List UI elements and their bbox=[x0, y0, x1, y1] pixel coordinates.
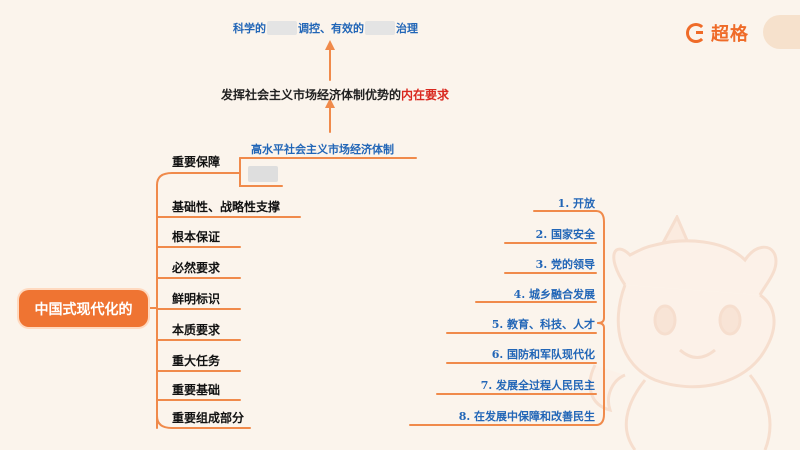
brand-pill-decoration bbox=[763, 15, 800, 49]
right-item: 2. 国家安全 bbox=[535, 228, 595, 241]
branch-label: 基础性、战略性支撑 bbox=[172, 200, 281, 214]
brand-g-logo-icon bbox=[686, 23, 706, 43]
right-item: 4. 城乡融合发展 bbox=[513, 288, 595, 301]
right-item: 7. 发展全过程人民民主 bbox=[480, 379, 595, 392]
mid-caption-highlight: 内在要求 bbox=[401, 88, 450, 102]
center-node: 中国式现代化的 bbox=[19, 290, 148, 327]
blank-box bbox=[248, 166, 278, 182]
top-caption: 科学的 调控、有效的 治理 bbox=[233, 20, 418, 36]
right-item: 1. 开放 bbox=[557, 197, 595, 210]
top-caption-part1: 科学的 bbox=[233, 22, 266, 35]
upper-line-text: 高水平社会主义市场经济体制 bbox=[251, 143, 394, 156]
blank-box bbox=[267, 21, 297, 35]
branch-label: 鲜明标识 bbox=[172, 292, 221, 306]
unicorn-mascot-icon bbox=[588, 215, 778, 450]
branch-label: 重要组成部分 bbox=[172, 411, 245, 425]
brand-logo: 超格 bbox=[686, 20, 749, 46]
branch-label: 本质要求 bbox=[172, 323, 221, 337]
branch-label: 重大任务 bbox=[172, 354, 221, 368]
brand-name: 超格 bbox=[711, 24, 749, 45]
right-item: 3. 党的领导 bbox=[535, 258, 595, 271]
right-item: 6. 国防和军队现代化 bbox=[491, 348, 595, 361]
mid-caption-prefix: 发挥社会主义市场经济体制优势的 bbox=[221, 88, 402, 102]
branch-label: 根本保证 bbox=[172, 230, 221, 244]
mid-caption: 发挥社会主义市场经济体制优势的内在要求 bbox=[221, 86, 449, 103]
top-caption-part2: 调控、有效的 bbox=[298, 22, 364, 35]
right-item: 5. 教育、科技、人才 bbox=[491, 318, 595, 331]
blank-box bbox=[365, 21, 395, 35]
branch-label: 必然要求 bbox=[172, 261, 221, 275]
branch-label: 重要保障 bbox=[172, 155, 221, 169]
top-caption-part3: 治理 bbox=[396, 22, 418, 35]
branch-label: 重要基础 bbox=[172, 383, 221, 397]
right-item: 8. 在发展中保障和改善民生 bbox=[458, 410, 595, 423]
